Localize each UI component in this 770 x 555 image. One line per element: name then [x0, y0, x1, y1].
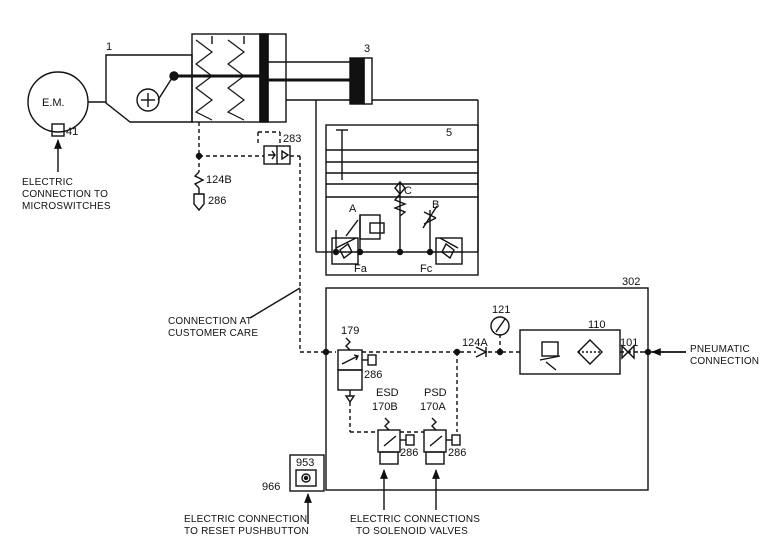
- label-286-esd: 286: [400, 447, 418, 459]
- label-3: 3: [364, 43, 370, 55]
- label-a: A: [349, 203, 357, 215]
- pressure-gauge-121: [490, 316, 510, 336]
- label-c: C: [404, 185, 412, 197]
- inlet-node: [644, 348, 652, 356]
- connection-notes: ELECTRIC CONNECTION TO MICROSWITCHES CON…: [22, 177, 759, 537]
- label-110: 110: [588, 319, 606, 331]
- esd-valve-170b: [377, 417, 415, 465]
- note-microswitch-2: CONNECTION TO: [22, 189, 108, 200]
- label-302: 302: [622, 276, 640, 288]
- control-box-302: [325, 287, 649, 491]
- label-1: 1: [106, 41, 112, 53]
- supply-lines: [349, 334, 640, 433]
- esd-node: [453, 348, 461, 356]
- label-124a: 124A: [462, 337, 488, 349]
- filter-regulator-110: [519, 329, 621, 375]
- label-em: E.M.: [42, 97, 65, 109]
- label-121: 121: [492, 304, 510, 316]
- spring-cylinder: [178, 33, 287, 123]
- gearbox-housing: [105, 54, 193, 123]
- note-pneumatic-2: CONNECTION: [690, 356, 759, 367]
- label-283: 283: [283, 133, 301, 145]
- valve-179: [337, 337, 377, 404]
- label-5: 5: [446, 127, 452, 139]
- note-reset-2: TO RESET PUSHBUTTON: [184, 526, 309, 537]
- label-966: 966: [262, 481, 280, 493]
- hydraulic-lines: [315, 99, 479, 253]
- note-microswitch-1: ELECTRIC: [22, 177, 73, 188]
- label-b: B: [432, 199, 439, 211]
- label-953: 953: [296, 457, 314, 469]
- label-esd: ESD: [376, 387, 399, 399]
- note-pneumatic-1: PNEUMATIC: [690, 344, 750, 355]
- component-labels: E.M. 41 1 3 5 283 124B 286 Fa Fc A B C 3…: [42, 41, 640, 493]
- psd-valve-170a: [423, 417, 461, 465]
- note-customer-care-2: CUSTOMER CARE: [168, 328, 258, 339]
- manual-valve-101: [621, 344, 635, 360]
- hydraulic-block: [325, 124, 479, 276]
- label-101: 101: [620, 337, 638, 349]
- label-fa: Fa: [354, 263, 368, 275]
- label-170a: 170A: [420, 401, 446, 413]
- note-microswitch-3: MICROSWITCHES: [22, 201, 111, 212]
- electric-motor: [27, 71, 106, 137]
- note-reset-1: ELECTRIC CONNECTION: [184, 514, 307, 525]
- note-customer-care-1: CONNECTION AT: [168, 316, 252, 327]
- label-41: 41: [66, 126, 78, 138]
- label-286-psd: 286: [448, 447, 466, 459]
- check-valve-124a: [475, 346, 488, 358]
- label-124b: 124B: [206, 174, 232, 186]
- label-fc: Fc: [420, 263, 433, 275]
- label-286-top: 286: [208, 195, 226, 207]
- note-solenoid-1: ELECTRIC CONNECTIONS: [350, 514, 480, 525]
- pilot-lines-top: [198, 122, 336, 353]
- label-179: 179: [341, 325, 359, 337]
- box-entry-node: [322, 348, 330, 356]
- junction-node: [195, 152, 203, 160]
- actuator-cylinder: [268, 57, 373, 105]
- label-286-179: 286: [364, 369, 382, 381]
- gauge-node: [496, 348, 504, 356]
- label-psd: PSD: [424, 387, 447, 399]
- label-170b: 170B: [372, 401, 398, 413]
- note-solenoid-2: TO SOLENOID VALVES: [356, 526, 468, 537]
- callout-arrows: [54, 139, 686, 524]
- reset-pushbutton-953: [289, 454, 325, 492]
- silencer-124b: [193, 171, 205, 212]
- valve-283: [263, 145, 291, 165]
